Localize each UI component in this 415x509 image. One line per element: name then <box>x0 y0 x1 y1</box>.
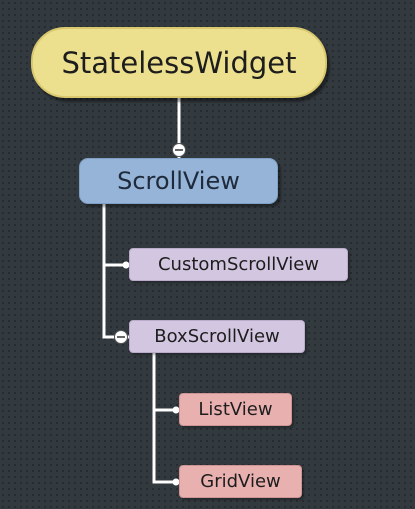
node-listview[interactable]: ListView <box>179 393 292 426</box>
leaf-dot-custom <box>122 261 130 269</box>
connector-box-grid <box>152 410 179 484</box>
node-boxscrollview[interactable]: BoxScrollView <box>129 320 305 353</box>
node-customscrollview[interactable]: CustomScrollView <box>129 248 348 281</box>
connector-scrollview-custom <box>102 204 129 267</box>
node-scrollview[interactable]: ScrollView <box>79 158 278 204</box>
node-statelesswidget[interactable]: StatelessWidget <box>31 27 327 98</box>
leaf-dot-list <box>172 406 180 414</box>
node-gridview[interactable]: GridView <box>179 465 302 498</box>
leaf-dot-grid <box>172 478 180 486</box>
collapse-toggle-root[interactable] <box>172 143 186 157</box>
collapse-toggle-boxscrollview[interactable] <box>114 330 128 344</box>
connector-scrollview-box <box>102 265 129 339</box>
connector-box-list <box>152 353 179 412</box>
